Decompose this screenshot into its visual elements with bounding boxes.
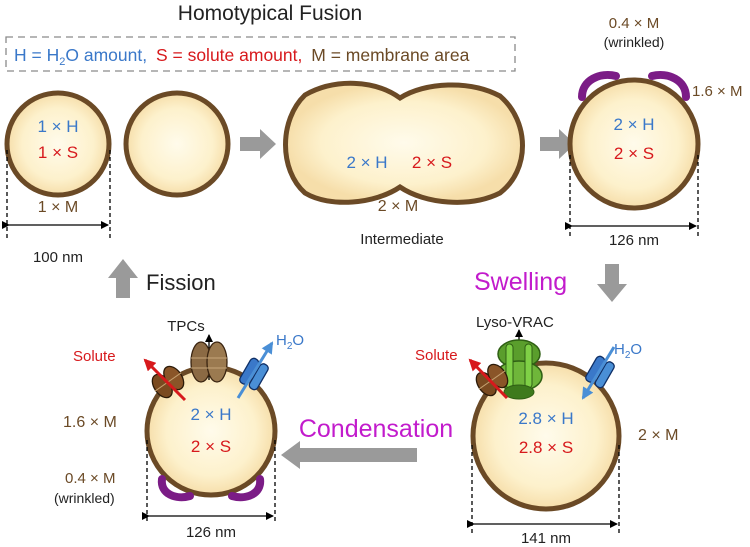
tpc-channel-icon — [190, 341, 228, 383]
water-amount: 1 × H — [37, 117, 78, 136]
membrane-amount: 1.6 × M — [63, 414, 117, 431]
aquaporin-icon — [239, 357, 269, 391]
membrane-amount: 2 × M — [378, 198, 418, 215]
solute-amount: 1 × S — [38, 143, 78, 162]
water-efflux-arrow — [236, 341, 274, 399]
wrinkled-label: (wrinkled) — [604, 34, 665, 50]
fission-label: Fission — [146, 270, 216, 295]
membrane-amount: 1 × M — [38, 199, 78, 216]
wrinkled-amount: 0.4 × M — [65, 470, 115, 487]
legend-text: H = H2O amount, S = solute amount, M = m… — [14, 45, 470, 68]
wrinkled-amount: 0.4 × M — [609, 15, 659, 32]
solute-label: Solute — [415, 347, 458, 364]
solute-label: Solute — [73, 348, 116, 365]
solute-amount: 2 × S — [614, 144, 654, 163]
arrow-swelling — [597, 264, 627, 302]
arrow-to-fused-vesicle — [540, 129, 575, 159]
vesicle-right — [123, 90, 231, 198]
water-amount: 2 × H — [190, 405, 231, 424]
aquaporin-icon — [585, 355, 615, 389]
arrow-condensation — [281, 441, 417, 469]
wrinkled-membrane — [228, 475, 265, 502]
diameter-label: 126 nm — [186, 524, 236, 541]
membrane-amount: 2 × M — [638, 427, 678, 444]
solute-amount: 2 × S — [412, 153, 452, 172]
water-influx-arrow — [581, 346, 616, 400]
intermediate-label: Intermediate — [360, 231, 443, 248]
diameter-label: 141 nm — [521, 530, 571, 547]
solute-efflux-arrow — [143, 358, 187, 402]
vesicle-left — [4, 90, 112, 198]
diagram-title: Homotypical Fusion — [178, 2, 362, 25]
arrow-to-intermediate — [240, 129, 276, 159]
fused-membrane — [283, 80, 525, 205]
water-amount: 2.8 × H — [518, 409, 573, 428]
wrinkled-label: (wrinkled) — [54, 490, 115, 506]
condensation-label: Condensation — [299, 415, 453, 443]
solute-efflux-arrow — [468, 358, 509, 400]
diameter-label: 126 nm — [609, 232, 659, 249]
panel-initial-vesicles: 1 × H 1 × S 1 × M 100 nm — [2, 90, 231, 266]
legend-box — [5, 36, 516, 72]
water-label: H2O — [614, 341, 642, 361]
swelling-label: Swelling — [474, 268, 567, 296]
water-label: H2O — [276, 332, 304, 352]
panel-swollen-vesicle: Lyso-VRAC Solute H2O 2.8 × H 2.8 × S 2 ×… — [415, 314, 678, 547]
diameter-label: 100 nm — [33, 249, 83, 266]
arrow-fission — [108, 259, 138, 298]
wrinkled-membrane — [578, 71, 620, 101]
solute-amount: 2.8 × S — [519, 438, 573, 457]
wrinkled-membrane — [648, 71, 690, 101]
panel-intermediate: 2 × H 2 × S 2 × M Intermediate — [283, 80, 525, 248]
solute-amount: 2 × S — [191, 437, 231, 456]
water-amount: 2 × H — [613, 115, 654, 134]
water-amount: 2 × H — [346, 153, 387, 172]
panel-condensed-vesicle: TPCs Solute H2O 1.6 × M 2 × H 2 × S 0.4 … — [54, 318, 304, 541]
channel-label: TPCs — [167, 318, 205, 335]
panel-fused-vesicle: 0.4 × M (wrinkled) 1.6 × M 2 × H 2 × S 1… — [565, 15, 742, 249]
membrane-amount: 1.6 × M — [692, 83, 742, 100]
channel-label: Lyso-VRAC — [476, 314, 554, 331]
wrinkled-membrane — [157, 475, 194, 502]
fused-vesicle — [567, 77, 701, 211]
